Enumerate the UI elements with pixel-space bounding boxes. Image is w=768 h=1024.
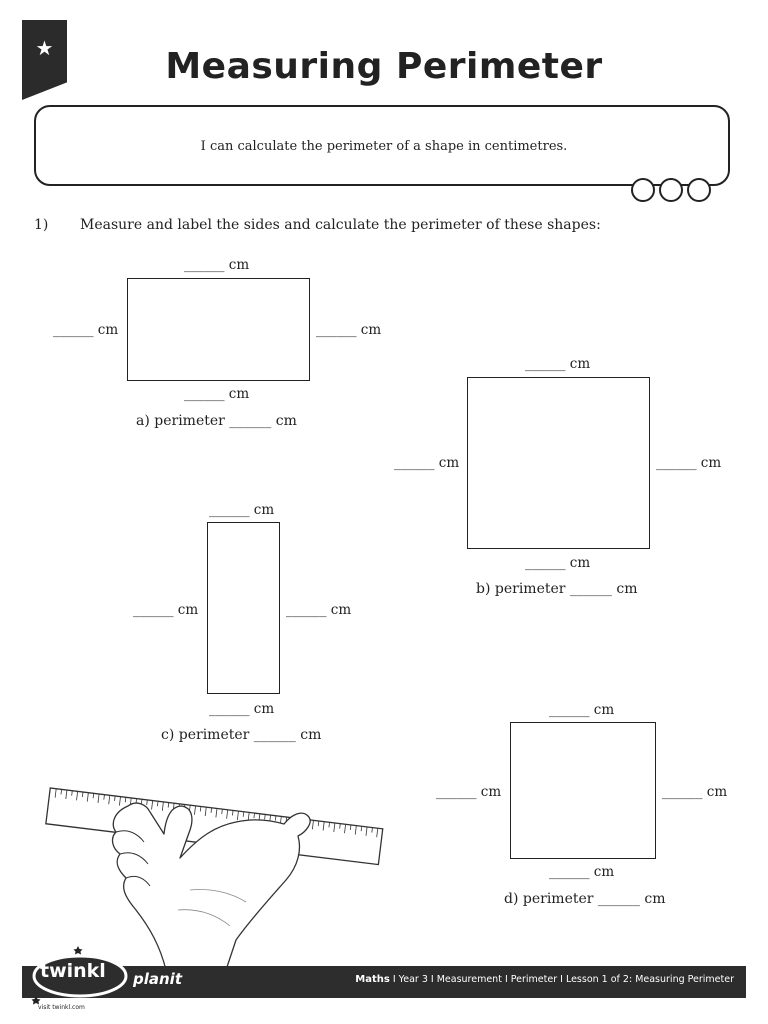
- shape-a-rectangle: [127, 278, 310, 381]
- website-text[interactable]: visit twinkl.com: [38, 1004, 85, 1011]
- question-number: 1): [34, 217, 49, 233]
- shape-b-right-label[interactable]: ______ cm: [656, 455, 722, 471]
- shape-b-left-label[interactable]: ______ cm: [394, 455, 460, 471]
- shape-b-top-label[interactable]: ______ cm: [525, 356, 591, 372]
- ruler-illustration: [40, 770, 400, 971]
- page-title: Measuring Perimeter: [165, 46, 603, 87]
- shape-a-left-label[interactable]: ______ cm: [53, 322, 119, 338]
- shape-d-square: [510, 722, 656, 859]
- shape-c-left-label[interactable]: ______ cm: [133, 602, 199, 618]
- footer-bar: [22, 966, 746, 998]
- shape-a-perimeter[interactable]: a) perimeter ______ cm: [136, 413, 297, 429]
- shape-b-bottom-label[interactable]: ______ cm: [525, 555, 591, 571]
- shape-d-top-label[interactable]: ______ cm: [549, 702, 615, 718]
- footer-subject: Maths: [355, 974, 390, 985]
- shape-a-bottom-label[interactable]: ______ cm: [184, 386, 250, 402]
- corner-badge: ★: [22, 20, 67, 100]
- shape-d-perimeter[interactable]: d) perimeter ______ cm: [504, 891, 666, 907]
- learning-objective: I can calculate the perimeter of a shape…: [200, 139, 568, 154]
- shape-b-perimeter[interactable]: b) perimeter ______ cm: [476, 581, 638, 597]
- shape-a-right-label[interactable]: ______ cm: [316, 322, 382, 338]
- planit-wordmark: planit: [133, 970, 182, 988]
- shape-b-square: [467, 377, 650, 549]
- shape-c-top-label[interactable]: ______ cm: [209, 502, 275, 518]
- shape-d-bottom-label[interactable]: ______ cm: [549, 864, 615, 880]
- question-instruction: Measure and label the sides and calculat…: [80, 217, 601, 233]
- shape-c-bottom-label[interactable]: ______ cm: [209, 701, 275, 717]
- twinkl-logo[interactable]: [28, 942, 138, 1014]
- learning-objective-box: [34, 105, 730, 186]
- shape-c-right-label[interactable]: ______ cm: [286, 602, 352, 618]
- shape-c-rectangle: [207, 522, 280, 694]
- shape-c-perimeter[interactable]: c) perimeter ______ cm: [161, 727, 322, 743]
- twinkl-wordmark: twinkl: [40, 960, 106, 982]
- footer-path: I Year 3 I Measurement I Perimeter I Les…: [389, 974, 734, 985]
- shape-d-right-label[interactable]: ______ cm: [662, 784, 728, 800]
- footer-breadcrumb: Maths I Year 3 I Measurement I Perimeter…: [355, 974, 734, 985]
- shape-d-left-label[interactable]: ______ cm: [436, 784, 502, 800]
- rings-decoration: [631, 178, 715, 202]
- shape-a-top-label[interactable]: ______ cm: [184, 257, 250, 273]
- ruler-hand-drawing: [45, 787, 384, 971]
- star-icon: ★: [35, 36, 54, 60]
